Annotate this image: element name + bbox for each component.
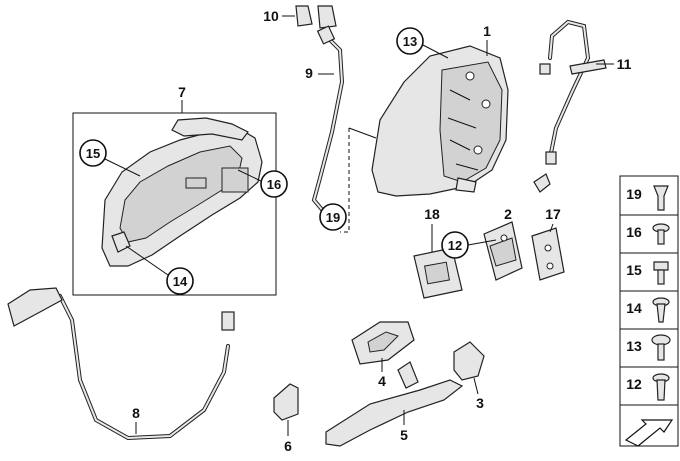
leader-3 — [473, 377, 479, 395]
cable-8-group: 8 — [7, 287, 235, 441]
callout-2: 2 — [504, 206, 512, 222]
lock-module-plate — [439, 61, 503, 183]
rod-clip — [316, 25, 336, 45]
direction-arrow-icon — [624, 419, 674, 447]
legend-label-15: 15 — [626, 262, 642, 278]
callout-circle-16 — [260, 170, 288, 198]
outer-handle-group: 4 5 3 6 — [273, 321, 485, 454]
legend-frame — [619, 175, 679, 447]
cable-8-highlight — [59, 295, 229, 440]
callout-10: 10 — [263, 8, 279, 24]
callout-circle-15 — [79, 139, 107, 167]
cable-11-end — [545, 151, 557, 165]
leader-14 — [125, 245, 169, 276]
leader-13 — [422, 44, 449, 59]
lock-module-hole-3 — [473, 145, 483, 155]
part-2-hole — [500, 234, 508, 242]
legend-label-19: 19 — [626, 186, 642, 202]
callout-circle-13 — [396, 27, 424, 55]
part-6-bezel — [273, 383, 299, 421]
part-5-handle-post — [397, 361, 419, 389]
legend-icon-hex-shank — [657, 269, 665, 285]
callout-5: 5 — [400, 427, 408, 443]
legend-icon-clip — [653, 185, 669, 211]
inner-handle-lever — [185, 177, 207, 189]
leader-19-link — [348, 127, 377, 139]
cap-1 — [295, 5, 313, 27]
callout-18: 18 — [424, 206, 440, 222]
part-17-hole-2 — [546, 262, 554, 270]
part-4-recess — [367, 331, 399, 353]
cable-8 — [58, 294, 230, 441]
legend-icon-rivet-shank — [657, 229, 665, 245]
plates-group: 18 2 12 17 — [413, 206, 565, 299]
callout-4: 4 — [378, 373, 386, 389]
part-18-recess — [424, 261, 450, 285]
cable-11-group: 11 — [533, 19, 632, 193]
callout-15: 15 — [86, 146, 100, 161]
legend-icon-bolt-shank — [656, 379, 666, 401]
legend-label-14: 14 — [626, 300, 642, 316]
part-5-outer-handle — [325, 379, 464, 447]
rod-9-highlight — [312, 35, 344, 213]
callout-12: 12 — [448, 238, 462, 253]
cable-11-tip — [533, 173, 551, 193]
legend-label-16: 16 — [626, 224, 642, 240]
legend-label-13: 13 — [626, 338, 642, 354]
hardware-legend: 19 16 15 14 13 12 — [619, 175, 679, 447]
cable-11-clip — [539, 63, 551, 75]
leader-16 — [237, 169, 262, 182]
lock-module-group: 1 13 — [371, 23, 509, 197]
lock-module-hole-2 — [481, 99, 491, 109]
callout-17: 17 — [545, 206, 561, 222]
inner-handle-clip — [111, 231, 131, 253]
callout-16: 16 — [267, 177, 281, 192]
cable-8-end — [221, 311, 235, 331]
callout-14: 14 — [173, 274, 188, 289]
lock-module-hole-1 — [465, 71, 475, 81]
cable-8-connector — [7, 287, 63, 327]
inner-handle-top-flange — [171, 117, 249, 141]
inner-handle-frame — [72, 112, 277, 296]
part-17-plate — [531, 227, 565, 281]
cap-2 — [317, 5, 337, 29]
leader-12 — [467, 239, 497, 246]
legend-icon-hex-head — [653, 261, 669, 271]
leader-15 — [104, 158, 141, 177]
leader-17 — [549, 223, 554, 233]
callout-7: 7 — [178, 84, 186, 100]
callout-8: 8 — [132, 405, 140, 421]
callout-1: 1 — [483, 23, 491, 39]
part-17-hole-1 — [544, 244, 552, 252]
cable-11-highlight — [549, 20, 590, 159]
callout-3: 3 — [476, 395, 484, 411]
callout-circle-19 — [319, 203, 347, 231]
callout-9: 9 — [305, 65, 313, 81]
legend-icon-torx-shank — [657, 343, 665, 361]
callout-13: 13 — [403, 34, 417, 49]
callout-11: 11 — [617, 56, 632, 72]
inner-handle-group: 7 15 16 14 — [72, 84, 288, 296]
callout-19: 19 — [326, 210, 340, 225]
legend-icon-screw-shank — [656, 303, 666, 323]
callout-6: 6 — [284, 438, 292, 454]
cable-11 — [548, 19, 591, 160]
lock-module-tab — [455, 177, 477, 193]
rod-group: 10 9 19 — [263, 5, 377, 233]
inner-handle-lever-block — [221, 167, 249, 193]
legend-label-12: 12 — [626, 376, 642, 392]
lock-module-ribs — [447, 89, 479, 171]
part-3-cap — [453, 341, 485, 381]
callout-circle-14 — [166, 267, 194, 295]
